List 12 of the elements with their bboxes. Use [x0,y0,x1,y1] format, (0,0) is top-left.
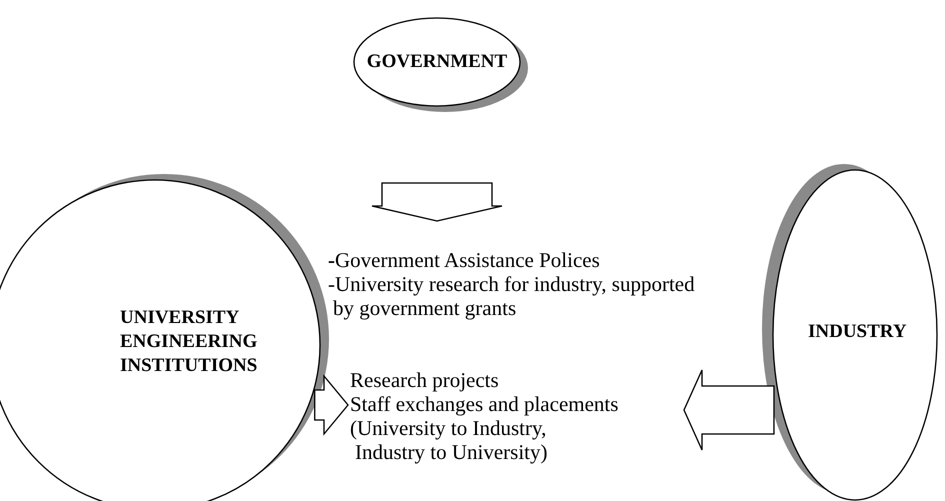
bullet-text: (University to Industry, Industry to University) [350,416,548,464]
block-arrow [683,369,775,451]
node-label: INDUSTRY [808,320,908,344]
block-arrow [314,374,349,436]
node-label: UNIVERSITY ENGINEERING INSTITUTIONS [120,306,258,378]
node-label: GOVERNMENT [366,50,508,74]
bullet-text: -University research for industry, supported by government grants [328,272,695,320]
block-arrow [371,182,503,222]
bullet-text: Staff exchanges and placements [350,392,620,416]
bullet-text: -Government Assistance Polices [328,248,601,272]
bullet-text: Research projects [350,368,500,392]
ellipse-node [762,162,940,501]
